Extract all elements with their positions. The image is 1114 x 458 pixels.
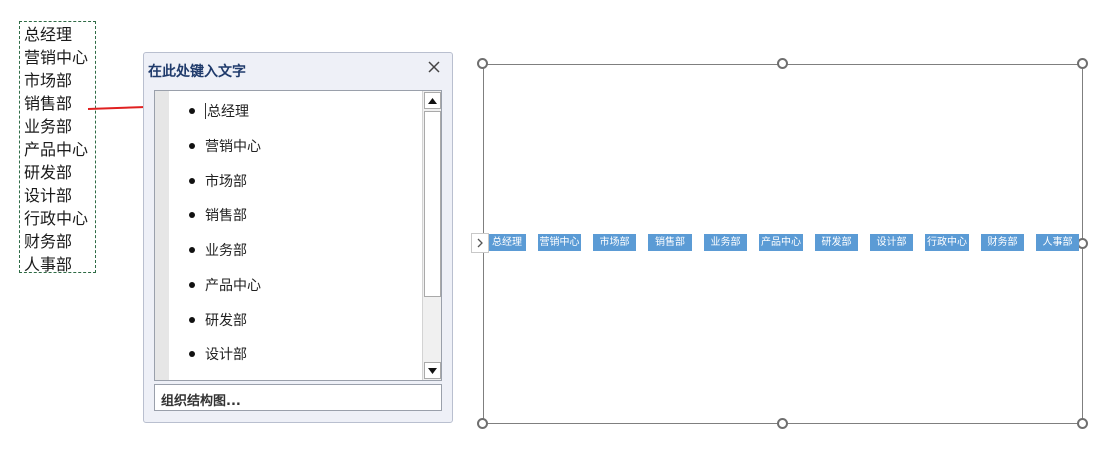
list-item[interactable]: 业务部 bbox=[189, 240, 247, 260]
org-node[interactable]: 行政中心 bbox=[925, 234, 969, 251]
source-line: 财务部 bbox=[24, 232, 73, 251]
bullet-icon bbox=[189, 108, 195, 114]
resize-handle-top[interactable] bbox=[777, 58, 788, 69]
source-line: 研发部 bbox=[24, 163, 73, 182]
resize-handle-top-right[interactable] bbox=[1077, 58, 1088, 69]
bullet-icon bbox=[189, 212, 195, 218]
pane-title: 在此处键入文字 bbox=[148, 64, 246, 80]
source-line: 设计部 bbox=[24, 186, 73, 205]
list-gutter bbox=[155, 91, 169, 380]
list-item-label: 设计部 bbox=[205, 347, 247, 363]
list-item-label: 市场部 bbox=[205, 174, 247, 190]
source-line: 产品中心 bbox=[24, 140, 89, 159]
org-node[interactable]: 研发部 bbox=[815, 234, 858, 251]
source-line: 市场部 bbox=[24, 71, 73, 90]
list-item[interactable]: 总经理 bbox=[189, 101, 249, 121]
bullet-icon bbox=[189, 178, 195, 184]
bullet-icon bbox=[189, 247, 195, 253]
bullet-icon bbox=[189, 317, 195, 323]
org-node[interactable]: 营销中心 bbox=[538, 234, 581, 251]
close-icon[interactable] bbox=[426, 59, 442, 75]
org-node[interactable]: 人事部 bbox=[1036, 234, 1079, 251]
org-node[interactable]: 市场部 bbox=[593, 234, 636, 251]
list-item-label: 产品中心 bbox=[205, 278, 261, 294]
list-item[interactable]: 设计部 bbox=[189, 344, 247, 364]
list-item[interactable]: 产品中心 bbox=[189, 275, 261, 295]
scroll-down-button[interactable] bbox=[424, 362, 441, 379]
list-item-label: 营销中心 bbox=[205, 139, 261, 155]
text-pane-list[interactable]: 总经理 营销中心 市场部 销售部 业务部 产品中心 bbox=[154, 90, 442, 381]
source-line: 业务部 bbox=[24, 117, 73, 136]
list-item[interactable]: 销售部 bbox=[189, 205, 247, 225]
list-item[interactable]: 市场部 bbox=[189, 171, 247, 191]
source-line: 销售部 bbox=[24, 94, 73, 113]
org-node[interactable]: 产品中心 bbox=[759, 234, 803, 251]
vertical-scrollbar[interactable] bbox=[422, 91, 441, 380]
text-pane: 在此处键入文字 总经理 营销中心 市场部 销售部 bbox=[143, 52, 453, 423]
org-node[interactable]: 销售部 bbox=[648, 234, 692, 251]
chevron-right-icon bbox=[477, 238, 483, 248]
org-node[interactable]: 设计部 bbox=[870, 234, 913, 251]
triangle-up-icon bbox=[428, 97, 437, 104]
list-item-label: 总经理 bbox=[207, 104, 249, 120]
source-line: 营销中心 bbox=[24, 48, 89, 67]
source-text-box[interactable]: 总经理 营销中心 市场部 销售部 业务部 产品中心 研发部 设计部 行政中心 财… bbox=[19, 21, 96, 274]
source-line: 人事部 bbox=[24, 255, 73, 274]
resize-handle-bottom-right[interactable] bbox=[1077, 418, 1088, 429]
triangle-down-icon bbox=[428, 367, 437, 374]
list-item[interactable]: 营销中心 bbox=[189, 136, 261, 156]
bullet-icon bbox=[189, 282, 195, 288]
source-line: 行政中心 bbox=[24, 209, 89, 228]
list-item-label: 研发部 bbox=[205, 313, 247, 329]
scroll-thumb[interactable] bbox=[424, 111, 441, 297]
resize-handle-bottom-left[interactable] bbox=[477, 418, 488, 429]
org-chart-link[interactable]: 组织结构图... bbox=[154, 384, 442, 411]
list-item[interactable]: 研发部 bbox=[189, 310, 247, 330]
org-node[interactable]: 业务部 bbox=[704, 234, 747, 251]
bullet-icon bbox=[189, 143, 195, 149]
expand-text-pane-button[interactable] bbox=[471, 233, 489, 253]
resize-handle-top-left[interactable] bbox=[477, 58, 488, 69]
org-node[interactable]: 财务部 bbox=[981, 234, 1024, 251]
list-item-label: 销售部 bbox=[205, 208, 247, 224]
resize-handle-bottom[interactable] bbox=[777, 418, 788, 429]
scroll-up-button[interactable] bbox=[424, 92, 441, 109]
list-item-label: 业务部 bbox=[205, 243, 247, 259]
source-line: 总经理 bbox=[24, 25, 73, 44]
text-caret bbox=[205, 103, 206, 119]
bullet-icon bbox=[189, 351, 195, 357]
org-node[interactable]: 总经理 bbox=[488, 234, 526, 251]
